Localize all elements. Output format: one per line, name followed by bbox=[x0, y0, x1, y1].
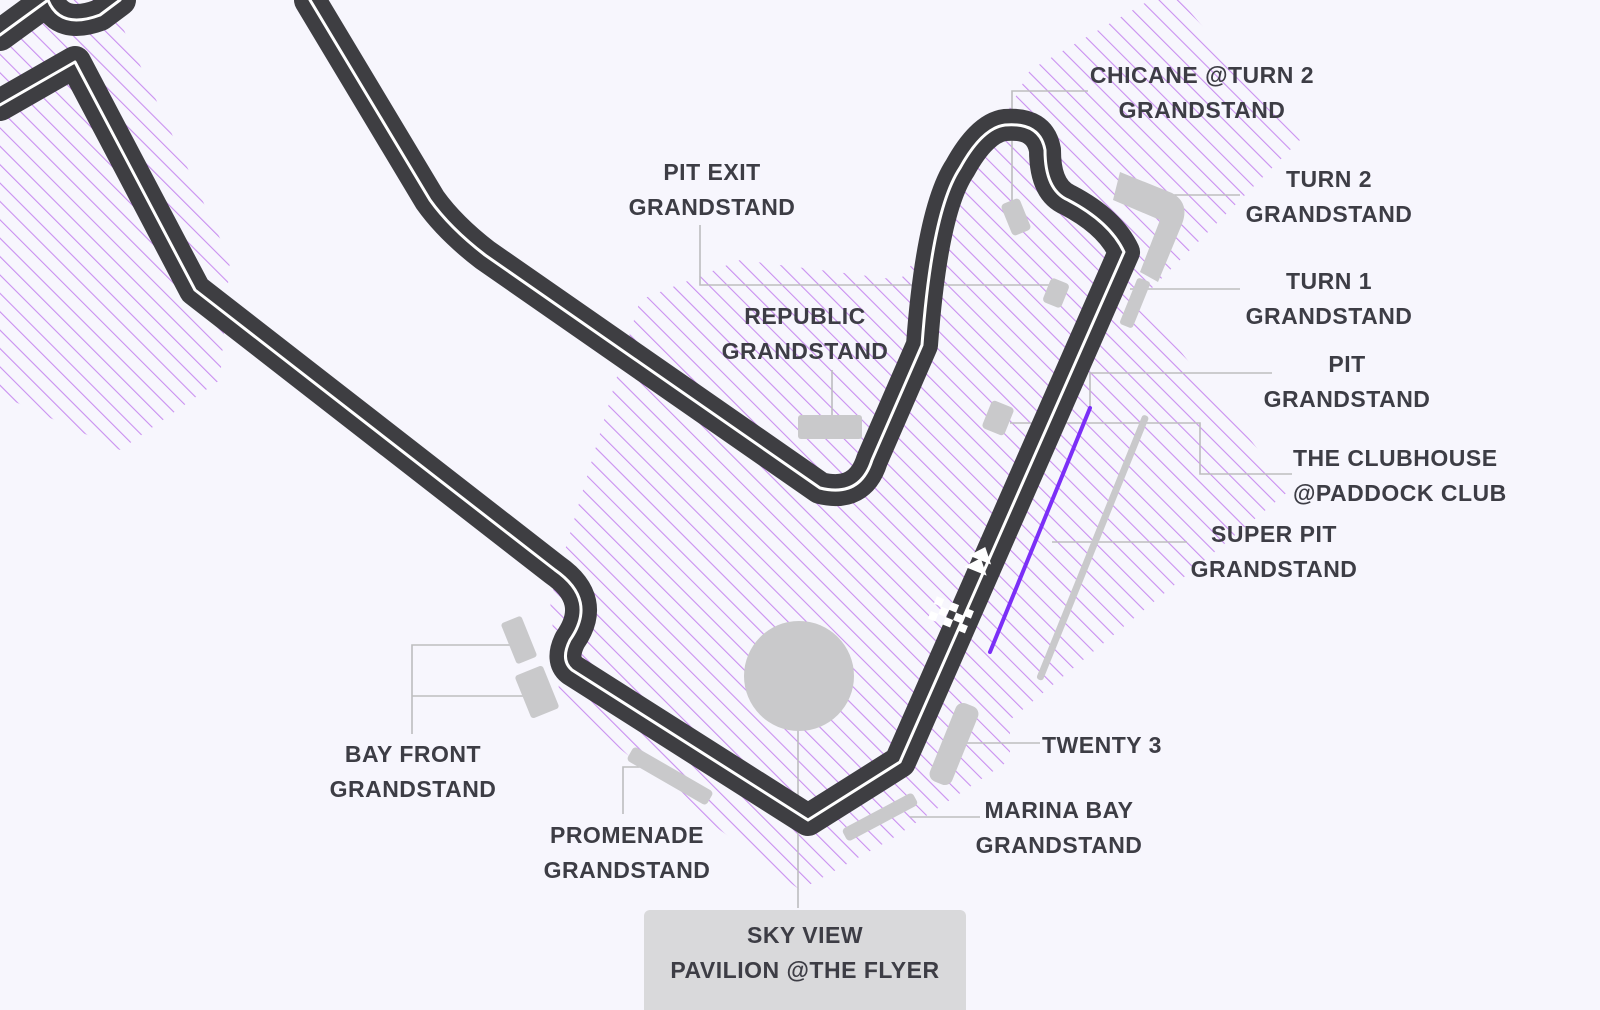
label-line: GRANDSTAND bbox=[628, 194, 796, 220]
label-line: GRANDSTAND bbox=[1245, 303, 1413, 329]
label-line: PROMENADE bbox=[549, 822, 704, 848]
label-line: PIT EXIT bbox=[663, 159, 761, 185]
label-line: CHICANE @TURN 2 bbox=[1089, 62, 1315, 88]
label-line: GRANDSTAND bbox=[1190, 556, 1358, 582]
direction-arrows-icon bbox=[964, 547, 992, 576]
label-line: TWENTY 3 bbox=[1042, 732, 1162, 758]
label-line: GRANDSTAND bbox=[329, 776, 497, 802]
singapore-flyer bbox=[744, 621, 854, 731]
label-line: SUPER PIT bbox=[1211, 521, 1337, 547]
label-promenade-grandstand[interactable]: PROMENADE GRANDSTAND bbox=[544, 818, 711, 888]
label-line: TURN 2 bbox=[1285, 166, 1373, 192]
sky-view-pavilion-box[interactable] bbox=[644, 910, 966, 1010]
pit-lane bbox=[988, 406, 1092, 654]
marina-bay-grandstand-shape bbox=[842, 793, 918, 841]
race-track bbox=[0, 0, 1140, 836]
label-line: GRANDSTAND bbox=[1245, 201, 1413, 227]
label-turn2-grandstand[interactable]: TURN 2 GRANDSTAND bbox=[1246, 162, 1413, 232]
grandstands bbox=[501, 172, 1185, 841]
pit-grandstand-shape bbox=[982, 400, 1014, 436]
label-pit-exit-grandstand[interactable]: PIT EXIT GRANDSTAND bbox=[629, 155, 796, 225]
label-line: GRANDSTAND bbox=[721, 338, 889, 364]
twenty3-grandstand-shape bbox=[929, 702, 979, 786]
pit-exit-grandstand-shape bbox=[1043, 278, 1069, 308]
republic-grandstand-shape bbox=[798, 415, 862, 439]
clubhouse-shape bbox=[1036, 415, 1149, 681]
label-line: BAY FRONT bbox=[344, 741, 482, 767]
label-republic-grandstand[interactable]: REPUBLIC GRANDSTAND bbox=[722, 299, 889, 369]
start-finish-line bbox=[927, 596, 974, 634]
label-line: GRANDSTAND bbox=[543, 857, 711, 883]
label-line: GRANDSTAND bbox=[975, 832, 1143, 858]
label-pit-grandstand[interactable]: PIT GRANDSTAND bbox=[1264, 347, 1431, 417]
label-sky-view-pavilion[interactable]: SKY VIEW PAVILION @THE FLYER bbox=[670, 918, 939, 988]
label-line: GRANDSTAND bbox=[1118, 97, 1286, 123]
label-line: GRANDSTAND bbox=[1263, 386, 1431, 412]
label-line: THE CLUBHOUSE bbox=[1293, 445, 1498, 471]
label-chicane-turn2-grandstand[interactable]: CHICANE @TURN 2 GRANDSTAND bbox=[1090, 58, 1314, 128]
bay-front-grandstand-shape-2 bbox=[515, 665, 559, 719]
label-line: SKY VIEW bbox=[746, 922, 864, 948]
label-line: PIT bbox=[1328, 351, 1366, 377]
label-bay-front-grandstand[interactable]: BAY FRONT GRANDSTAND bbox=[330, 737, 497, 807]
label-line: PAVILION @THE FLYER bbox=[670, 957, 940, 983]
hatched-area-west bbox=[0, 0, 230, 450]
turn2-grandstand-shape bbox=[1113, 172, 1185, 282]
hatched-area-center bbox=[550, 0, 1300, 890]
label-super-pit-grandstand[interactable]: SUPER PIT GRANDSTAND bbox=[1191, 517, 1358, 587]
label-turn1-grandstand[interactable]: TURN 1 GRANDSTAND bbox=[1246, 264, 1413, 334]
label-line: MARINA BAY bbox=[984, 797, 1134, 823]
bay-front-grandstand-shape-1 bbox=[501, 616, 537, 664]
label-twenty3[interactable]: TWENTY 3 bbox=[1042, 728, 1162, 763]
promenade-grandstand-shape bbox=[627, 747, 713, 805]
chicane-grandstand-shape bbox=[1001, 198, 1031, 236]
label-line: @PADDOCK CLUB bbox=[1293, 480, 1507, 506]
label-clubhouse-paddock-club[interactable]: THE CLUBHOUSE @PADDOCK CLUB bbox=[1293, 441, 1507, 511]
label-line: REPUBLIC bbox=[744, 303, 866, 329]
label-line: TURN 1 bbox=[1285, 268, 1373, 294]
label-marina-bay-grandstand[interactable]: MARINA BAY GRANDSTAND bbox=[976, 793, 1143, 863]
turn1-grandstand-shape bbox=[1120, 278, 1150, 328]
